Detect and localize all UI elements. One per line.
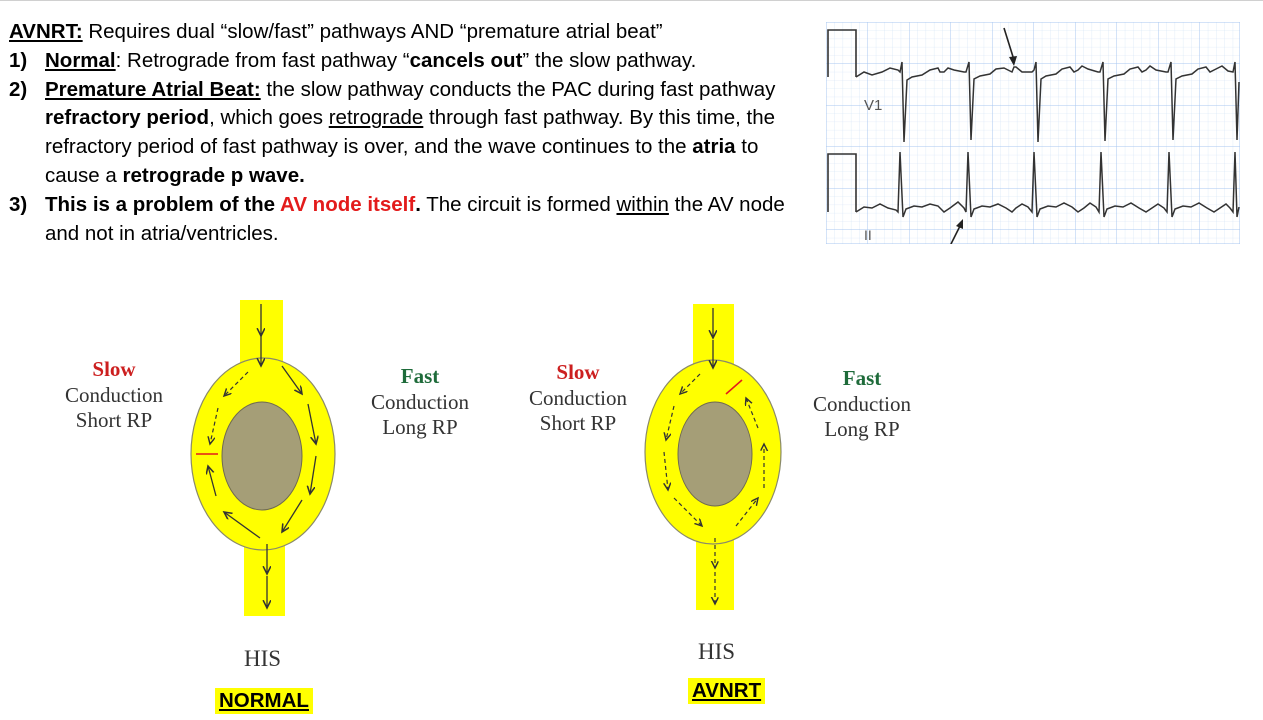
avnrt-pathway-diagram (644, 304, 782, 610)
item-part: refractory period (45, 106, 210, 130)
item-number: 1) (9, 48, 28, 72)
slow-line2: Short RP (75, 408, 153, 432)
item-part: to cause a (45, 135, 759, 187)
item-number: 2) (9, 77, 28, 101)
av-node-center (221, 401, 303, 511)
fast-title: Fast (400, 364, 440, 388)
item-part: the AV node and not in atria/ventricles. (45, 192, 785, 245)
fast-line1: Conduction (813, 391, 911, 416)
fast-line2: Long RP (382, 415, 458, 439)
slow-line1: Conduction (65, 382, 163, 407)
item-part: Normal (45, 48, 116, 72)
item-part: within (616, 192, 669, 216)
fast-line1: Conduction (371, 389, 469, 414)
item-part: Premature Atrial Beat: (45, 77, 261, 101)
v1-trace (855, 61, 1240, 143)
item-part: , which goes (209, 106, 329, 130)
av-node-center (677, 401, 753, 507)
slow-title: Slow (92, 357, 136, 381)
normal-pathway-diagram (190, 300, 336, 616)
slow-title: Slow (556, 360, 600, 384)
ecg-grid (826, 22, 1240, 244)
avnrt-tag: AVNRT (688, 678, 766, 704)
item-part: AV node itself (280, 192, 416, 216)
normal-slow-label: Slow Conduction Short RP (58, 357, 170, 434)
list-item-2: 2) Premature Atrial Beat: the slow pathw… (9, 76, 789, 191)
arrow-icon (950, 219, 963, 244)
item-part: . (415, 192, 421, 216)
fast-line2: Long RP (824, 417, 900, 441)
item-number: 3) (9, 192, 28, 216)
normal-tag: NORMAL (215, 688, 313, 714)
item-part: retrograde p wave. (122, 163, 305, 187)
ii-trace (855, 151, 1240, 218)
item-part: cancels out (409, 48, 523, 72)
item-part: ” the slow pathway. (522, 48, 697, 72)
item-part: This is a problem of the (45, 192, 281, 216)
avnrt-slow-label: Slow Conduction Short RP (522, 360, 634, 437)
fast-block-mark (725, 379, 743, 395)
normal-his-label: HIS (244, 646, 282, 671)
explanation-text: AVNRT: Requires dual “slow/fast” pathway… (9, 18, 789, 248)
top-divider (0, 0, 1263, 1)
slow-line1: Conduction (529, 385, 627, 410)
list-item-1: 1) Normal: Retrograde from fast pathway … (9, 47, 789, 76)
item-part: : Retrograde from fast pathway “ (115, 48, 410, 72)
lead-label-v1: V1 (864, 97, 882, 114)
list-item-3: 3) This is a problem of the AV node itse… (9, 191, 789, 249)
item-part: atria (692, 135, 736, 159)
calibration-pulse-bottom (827, 153, 857, 212)
fast-title: Fast (842, 366, 882, 390)
item-part: the slow pathway conducts the PAC during… (260, 77, 776, 101)
item-part: retrograde (328, 106, 424, 130)
lead-label-ii: II (864, 227, 872, 243)
avnrt-his-label: HIS (698, 639, 736, 664)
intro-rest: Requires dual “slow/fast” pathways AND “… (82, 20, 663, 43)
calibration-pulse-top (827, 29, 857, 77)
intro-term: AVNRT: (9, 20, 83, 43)
slow-line2: Short RP (539, 411, 617, 435)
intro-line: AVNRT: Requires dual “slow/fast” pathway… (9, 18, 789, 47)
avnrt-fast-label: Fast Conduction Long RP (806, 366, 918, 443)
arrow-icon (1003, 27, 1017, 66)
normal-fast-label: Fast Conduction Long RP (364, 364, 476, 441)
ecg-strip: V1 II (826, 22, 1240, 244)
item-part: The circuit is formed (420, 192, 617, 216)
item-part: through fast pathway. By this time, the … (45, 106, 776, 159)
